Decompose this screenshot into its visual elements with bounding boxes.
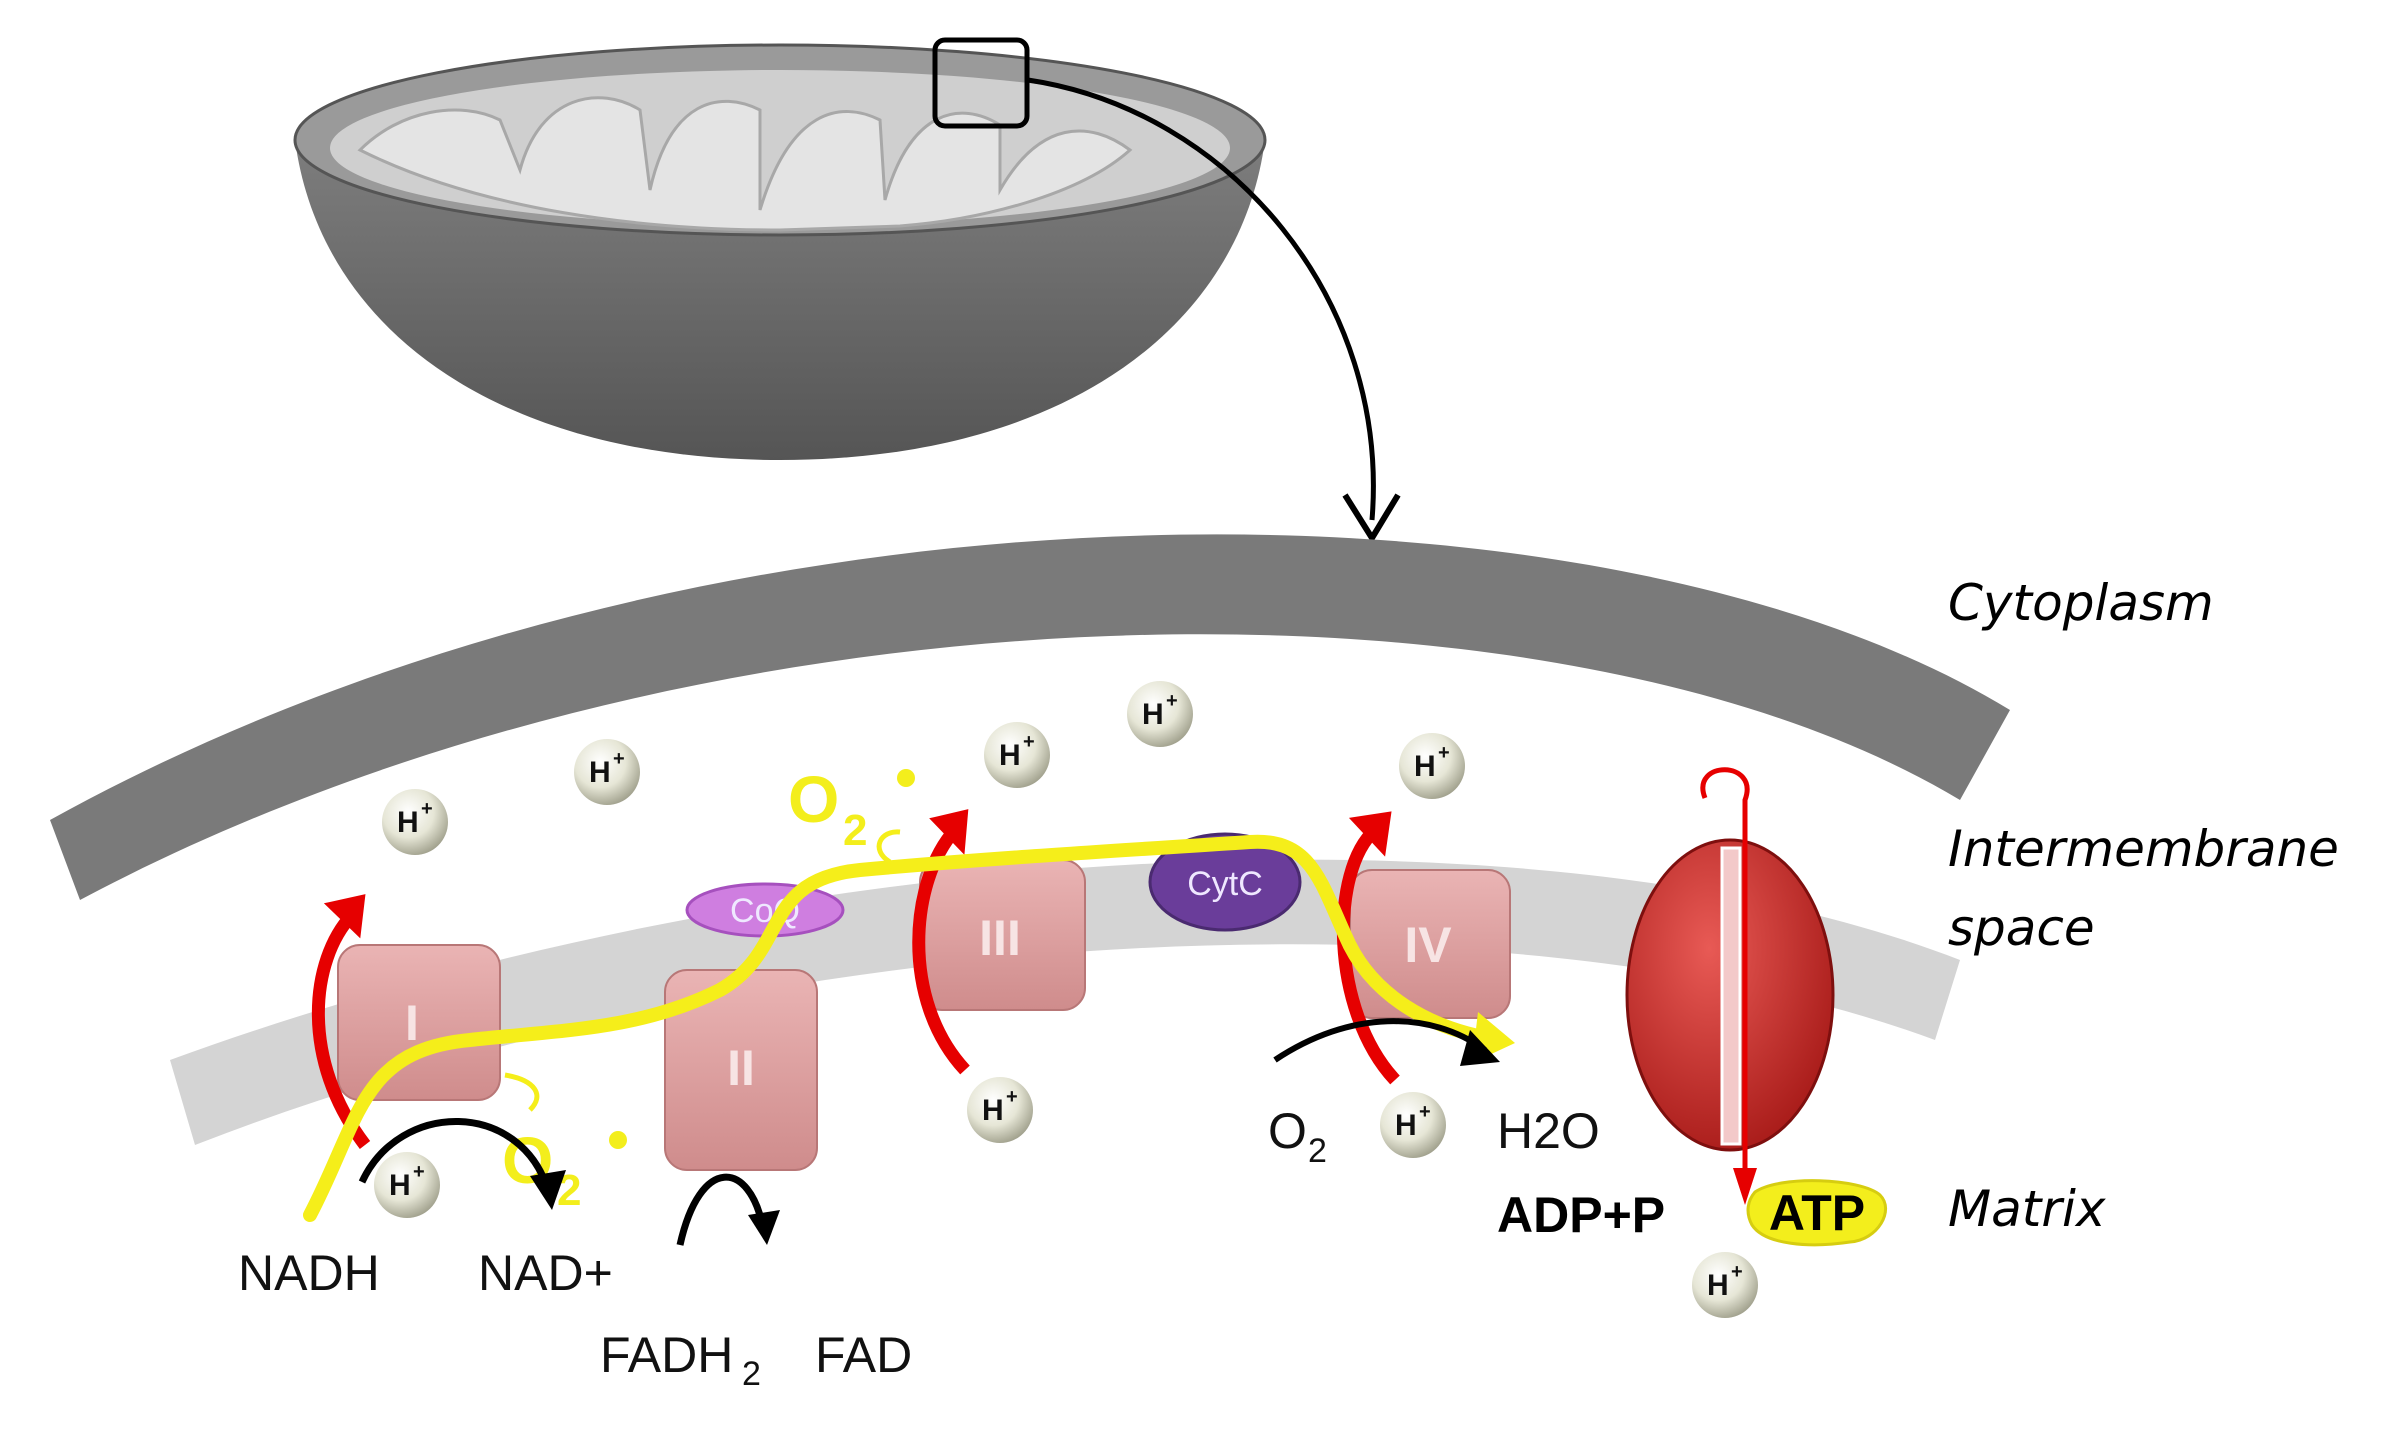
atp-synthase [1625,767,1835,1205]
superoxide-i-radical-dot [609,1131,627,1149]
svg-text:+: + [1006,1086,1018,1108]
zoom-arrow-head [1342,493,1401,544]
fadh2-main: FADH [600,1327,733,1383]
complex-ii-label: II [727,1040,755,1096]
electron-transport-path [303,834,1507,1222]
water-label: H2O [1497,1103,1600,1159]
proton-ims-5: H + [1399,733,1465,799]
mitochondrion-illustration [293,37,1401,544]
intermembrane-label-line1: Intermembrane [1948,820,2339,878]
proton-ims-2: H + [574,739,640,805]
cytoplasm-label: Cytoplasm [1948,574,2214,632]
cytc-carrier: CytC [1148,832,1302,932]
zoom-arrow [1027,77,1376,521]
svg-text:+: + [421,798,433,820]
nad-plus-label: NAD+ [478,1245,613,1301]
proton-ims-4: H + [1127,681,1193,747]
proton-matrix-3: H + [1380,1092,1446,1158]
cytc-label: CytC [1187,865,1263,903]
svg-text:+: + [413,1161,425,1183]
proton-pump-arrow-iii [912,809,970,1075]
svg-text:H: H [1414,750,1436,783]
oxygen-reaction-arrow [1273,1018,1487,1063]
atp-badge: ATP [1746,1179,1887,1247]
proton-matrix-1: H + [374,1152,440,1218]
outer-membrane [50,534,2010,900]
fadh2-reaction-arrow [676,1173,767,1246]
proton-matrix-4: H + [1692,1252,1758,1318]
atp-label: ATP [1769,1185,1865,1241]
svg-text:H: H [982,1094,1004,1127]
electron-leak-iii [876,829,901,865]
atp-synthase-proton-arrow [1700,767,1750,1185]
coq-carrier: CoQ [685,882,845,938]
nadh-reaction-arrow [358,1118,552,1192]
mitochondrion-cristae [357,96,1133,232]
inner-membrane [170,859,1960,1145]
fadh2-label: FADH 2 [600,1327,761,1393]
complex-iv: IV [1349,869,1511,1019]
intermembrane-label-line2: space [1948,899,2095,957]
nadh-label: NADH [238,1245,380,1301]
svg-text:H: H [397,806,419,839]
svg-text:H: H [389,1169,411,1202]
complex-ii: II [664,969,818,1171]
complex-iv-label: IV [1404,917,1452,973]
svg-text:+: + [1438,742,1450,764]
superoxide-iii: O 2 [788,762,915,855]
superoxide-i: O 2 [502,1123,627,1215]
svg-text:+: + [1023,731,1035,753]
svg-text:H: H [1707,1269,1729,1302]
matrix-label: Matrix [1948,1180,2106,1238]
electron-leak-i [504,1072,540,1112]
svg-text:H: H [1395,1109,1417,1142]
zoom-box [932,37,1030,129]
svg-text:+: + [613,748,625,770]
svg-text:H: H [999,739,1021,772]
proton-matrix-2: H + [967,1077,1033,1143]
svg-text:+: + [1419,1101,1431,1123]
complex-iii-label: III [979,910,1021,966]
proton-pump-arrow-i [311,894,371,1149]
svg-text:H: H [1142,698,1164,731]
superoxide-iii-main: O [788,762,839,836]
oxygen-sub: 2 [1308,1132,1327,1170]
complex-i: I [337,944,501,1101]
atp-highlight [1746,1179,1887,1247]
svg-text:+: + [1166,690,1178,712]
svg-text:+: + [1731,1261,1743,1283]
oxygen-label: O 2 [1268,1103,1327,1170]
proton-ims-3: H + [984,722,1050,788]
complex-i-label: I [405,995,419,1051]
proton-ims-1: H + [382,789,448,855]
superoxide-iii-sub: 2 [843,806,867,855]
superoxide-iii-radical-dot [897,769,915,787]
oxygen-main: O [1268,1103,1307,1159]
fad-label: FAD [815,1327,912,1383]
adp-p-label: ADP+P [1497,1187,1665,1243]
svg-text:H: H [589,756,611,789]
complex-iii: III [919,859,1086,1011]
fadh2-sub: 2 [742,1355,761,1393]
